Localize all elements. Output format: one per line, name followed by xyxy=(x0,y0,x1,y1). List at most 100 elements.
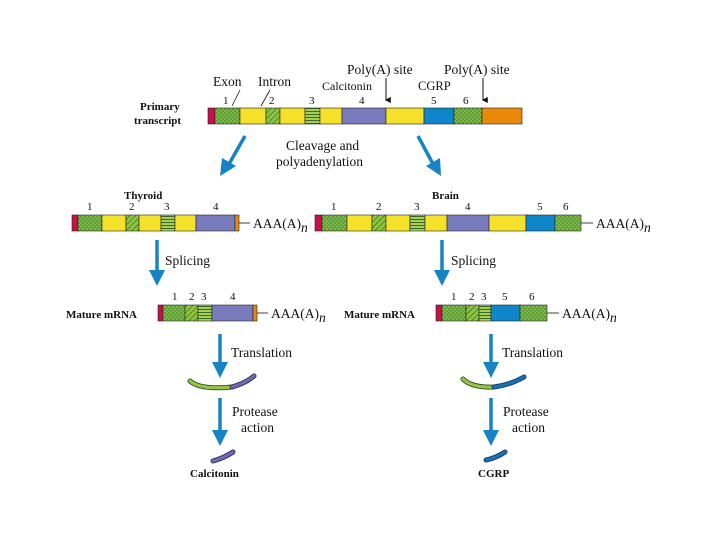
thyroid-transcript-bar xyxy=(71,214,240,232)
polya-site-label-1: Poly(A) site xyxy=(347,62,413,77)
exon-4-segment xyxy=(195,214,236,232)
intron-segment xyxy=(385,214,411,232)
exon-1-segment xyxy=(162,304,186,322)
cleavage-label-line2: polyadenylation xyxy=(276,154,363,169)
exon-label: Exon xyxy=(213,74,242,89)
exon-1-segment xyxy=(321,214,348,232)
exon-number: 3 xyxy=(481,291,487,303)
mature-mrna-label-left: Mature mRNA xyxy=(66,309,137,321)
cleavage-arrow-right xyxy=(416,135,441,176)
intron-segment xyxy=(279,107,306,125)
cap-segment xyxy=(435,304,443,322)
cap-segment xyxy=(157,304,164,322)
exon-2-segment xyxy=(125,214,140,232)
exon-number: 1 xyxy=(87,201,93,213)
exon-number: 1 xyxy=(223,95,229,107)
translation-arrow-left xyxy=(212,334,228,378)
brain-transcript-bar xyxy=(314,214,582,232)
tail-segment xyxy=(481,107,523,125)
exon-1-segment xyxy=(77,214,103,232)
cleavage-arrow-left xyxy=(220,135,247,176)
exon-number: 3 xyxy=(164,201,170,213)
intron-segment xyxy=(239,107,267,125)
intron-segment xyxy=(424,214,448,232)
primary-transcript-label-line2: transcript xyxy=(134,115,181,127)
translation-arrow-right xyxy=(483,334,499,378)
exon-3-segment xyxy=(478,304,492,322)
exon-2-segment xyxy=(465,304,480,322)
primary-transcript-label-line1: Primary xyxy=(140,101,180,113)
exon-number: 6 xyxy=(563,201,569,213)
intron-segment xyxy=(346,214,373,232)
cap-segment xyxy=(207,107,216,125)
exon-5-segment xyxy=(490,304,521,322)
exon-number: 6 xyxy=(463,95,469,107)
translation-label-right: Translation xyxy=(502,345,563,360)
exon-number: 1 xyxy=(451,291,457,303)
exon-pointer xyxy=(231,89,241,107)
tail-segment xyxy=(252,304,258,322)
exon-number: 2 xyxy=(469,291,475,303)
protease-arrow-right xyxy=(483,398,499,446)
exon-3-segment xyxy=(160,214,176,232)
exon-number: 2 xyxy=(189,291,195,303)
intron-segment xyxy=(319,107,343,125)
polya-site-label-2: Poly(A) site xyxy=(444,62,510,77)
exon-number: 2 xyxy=(129,201,135,213)
exon-3-segment xyxy=(409,214,426,232)
cgrp-precursor-peptide xyxy=(460,374,527,390)
polya-tail-label: AAA(A)n xyxy=(596,216,651,235)
cgrp-product-label: CGRP xyxy=(478,468,509,480)
cgrp-peptide xyxy=(483,449,508,463)
exon-number: 5 xyxy=(537,201,543,213)
translation-label-left: Translation xyxy=(231,345,292,360)
calcitonin-product-label: Calcitonin xyxy=(190,468,239,480)
splicing-label-left: Splicing xyxy=(165,253,210,268)
exon-3-segment xyxy=(304,107,321,125)
exon-6-segment xyxy=(519,304,548,322)
exon-number: 4 xyxy=(465,201,471,213)
intron-segment xyxy=(174,214,197,232)
cap-segment xyxy=(314,214,323,232)
exon-1-segment xyxy=(214,107,241,125)
splicing-arrow-right xyxy=(434,240,450,286)
exon-4-segment xyxy=(211,304,254,322)
tail-segment xyxy=(234,214,240,232)
mature-mrna-brain-bar xyxy=(435,304,548,322)
exon-number: 5 xyxy=(431,95,437,107)
brain-label: Brain xyxy=(432,190,459,202)
protease-label-left-line2: action xyxy=(241,420,274,435)
primary-transcript-bar xyxy=(207,107,523,125)
calcitonin-precursor-peptide xyxy=(187,373,257,391)
exon-2-segment xyxy=(371,214,387,232)
cleavage-label-line1: Cleavage and xyxy=(286,138,359,153)
protease-label-right-line2: action xyxy=(512,420,545,435)
exon-number: 4 xyxy=(213,201,219,213)
exon-number: 4 xyxy=(359,95,365,107)
exon-2-segment xyxy=(265,107,281,125)
calcitonin-exon-label: Calcitonin xyxy=(322,79,372,93)
exon-number: 5 xyxy=(502,291,508,303)
intron-segment xyxy=(101,214,127,232)
mature-mrna-thyroid-bar xyxy=(157,304,258,322)
exon-6-segment xyxy=(554,214,582,232)
exon-4-segment xyxy=(446,214,490,232)
protease-label-right-line1: Protease xyxy=(503,404,549,419)
polya-tail-label: AAA(A)n xyxy=(253,216,308,235)
exon-number: 3 xyxy=(414,201,420,213)
exon-5-segment xyxy=(525,214,556,232)
calcitonin-peptide xyxy=(210,449,236,464)
intron-label: Intron xyxy=(258,74,291,89)
exon-number: 1 xyxy=(331,201,337,213)
exon-number: 4 xyxy=(230,291,236,303)
exon-1-segment xyxy=(441,304,467,322)
polya-tail-label: AAA(A)n xyxy=(562,306,617,325)
cgrp-exon-label: CGRP xyxy=(418,79,451,93)
splicing-arrow-left xyxy=(149,240,165,286)
exon-2-segment xyxy=(184,304,199,322)
thyroid-label: Thyroid xyxy=(124,190,162,202)
protease-label-left-line1: Protease xyxy=(232,404,278,419)
exon-5-segment xyxy=(423,107,455,125)
